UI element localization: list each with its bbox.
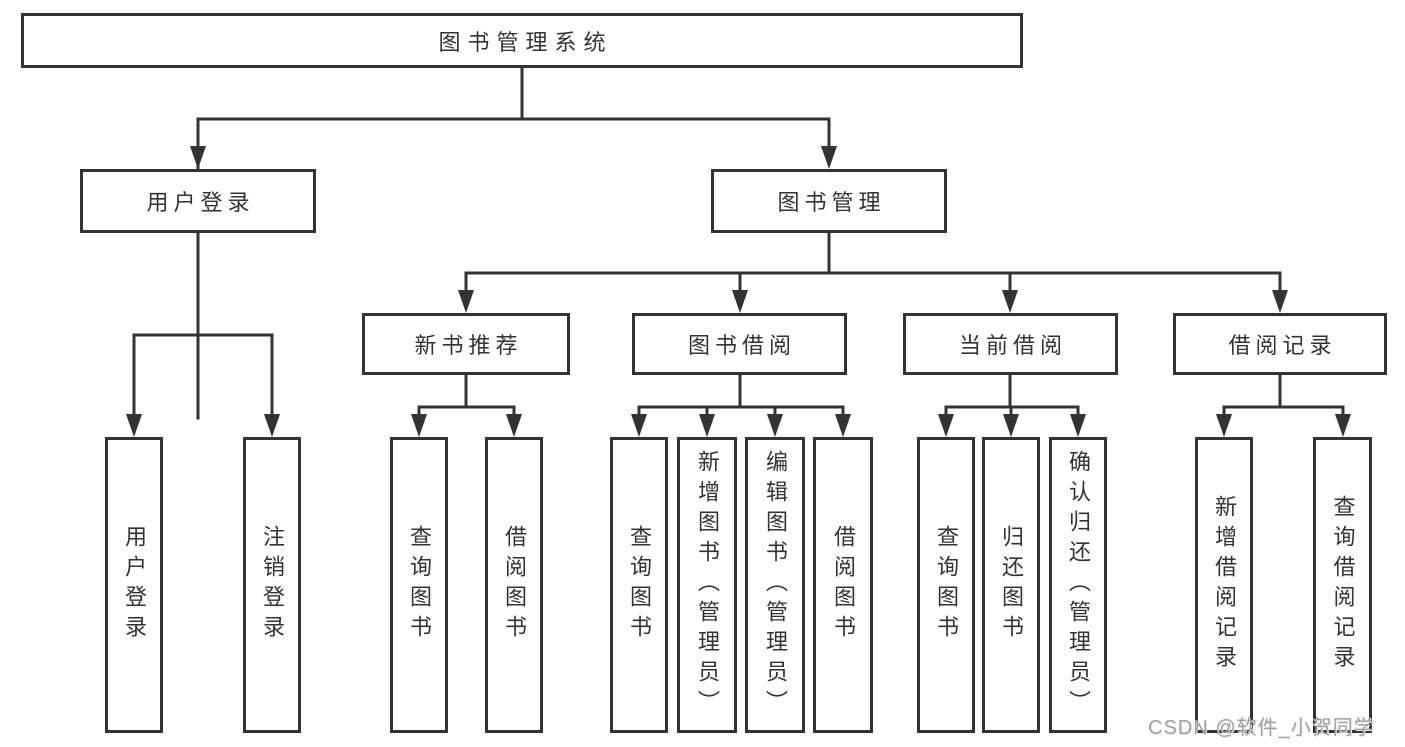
arrowhead-icon <box>411 414 427 437</box>
arrowhead-icon <box>1335 414 1351 437</box>
connector-current-borrow-to-leaves <box>944 373 1080 422</box>
node-new-book-recommend: 新书推荐 <box>362 313 570 375</box>
arrowhead-icon <box>1216 414 1232 437</box>
arrowhead-icon <box>1003 414 1019 437</box>
node-root-system: 图书管理系统 <box>21 13 1023 68</box>
arrowhead-icon <box>767 414 783 437</box>
arrowhead-icon <box>1272 290 1288 313</box>
leaf-query-book-current: 查询图书 <box>917 437 975 733</box>
arrowhead-icon <box>1070 414 1086 437</box>
leaf-add-book-admin: 新增图书（管理员） <box>677 437 737 733</box>
connector-user-login-to-leaves <box>132 231 274 422</box>
node-current-borrow: 当前借阅 <box>903 313 1118 375</box>
node-book-management: 图书管理 <box>711 169 947 233</box>
connector-book-management-to-level3 <box>464 231 1282 299</box>
leaf-confirm-return-admin: 确认归还（管理员） <box>1049 437 1107 733</box>
arrowhead-icon <box>821 146 837 169</box>
leaf-add-borrow-record: 新增借阅记录 <box>1195 437 1253 733</box>
leaf-query-book-recommend: 查询图书 <box>390 437 448 733</box>
leaf-logout-login: 注销登录 <box>243 437 301 733</box>
arrowhead-icon <box>1002 290 1018 313</box>
arrowhead-icon <box>699 414 715 437</box>
arrowhead-icon <box>835 414 851 437</box>
arrowhead-icon <box>264 414 280 437</box>
leaf-user-login: 用户登录 <box>105 437 163 733</box>
watermark: CSDN @软件_小贺同学 <box>1148 717 1375 739</box>
leaf-query-borrow-record: 查询借阅记录 <box>1313 437 1372 733</box>
node-book-borrow: 图书借阅 <box>632 313 847 375</box>
connector-paths <box>132 66 1345 422</box>
leaf-return-book: 归还图书 <box>982 437 1040 733</box>
arrowheads <box>126 146 1351 437</box>
leaf-borrow-book-recommend: 借阅图书 <box>485 437 543 733</box>
arrowhead-icon <box>631 414 647 437</box>
arrowhead-icon <box>190 146 206 169</box>
connector-new-book-to-leaves <box>417 373 516 422</box>
arrowhead-icon <box>506 414 522 437</box>
connector-book-borrow-to-leaves <box>637 373 845 422</box>
node-borrow-record: 借阅记录 <box>1173 313 1387 375</box>
arrowhead-icon <box>458 290 474 313</box>
leaf-query-book-borrow: 查询图书 <box>610 437 668 733</box>
arrowhead-icon <box>126 414 142 437</box>
arrowhead-icon <box>732 290 748 313</box>
leaf-borrow-book: 借阅图书 <box>813 437 873 733</box>
leaf-edit-book-admin: 编辑图书（管理员） <box>745 437 805 733</box>
connector-borrow-record-to-leaves <box>1222 373 1345 422</box>
node-user-login: 用户登录 <box>80 169 316 233</box>
arrowhead-icon <box>938 414 954 437</box>
